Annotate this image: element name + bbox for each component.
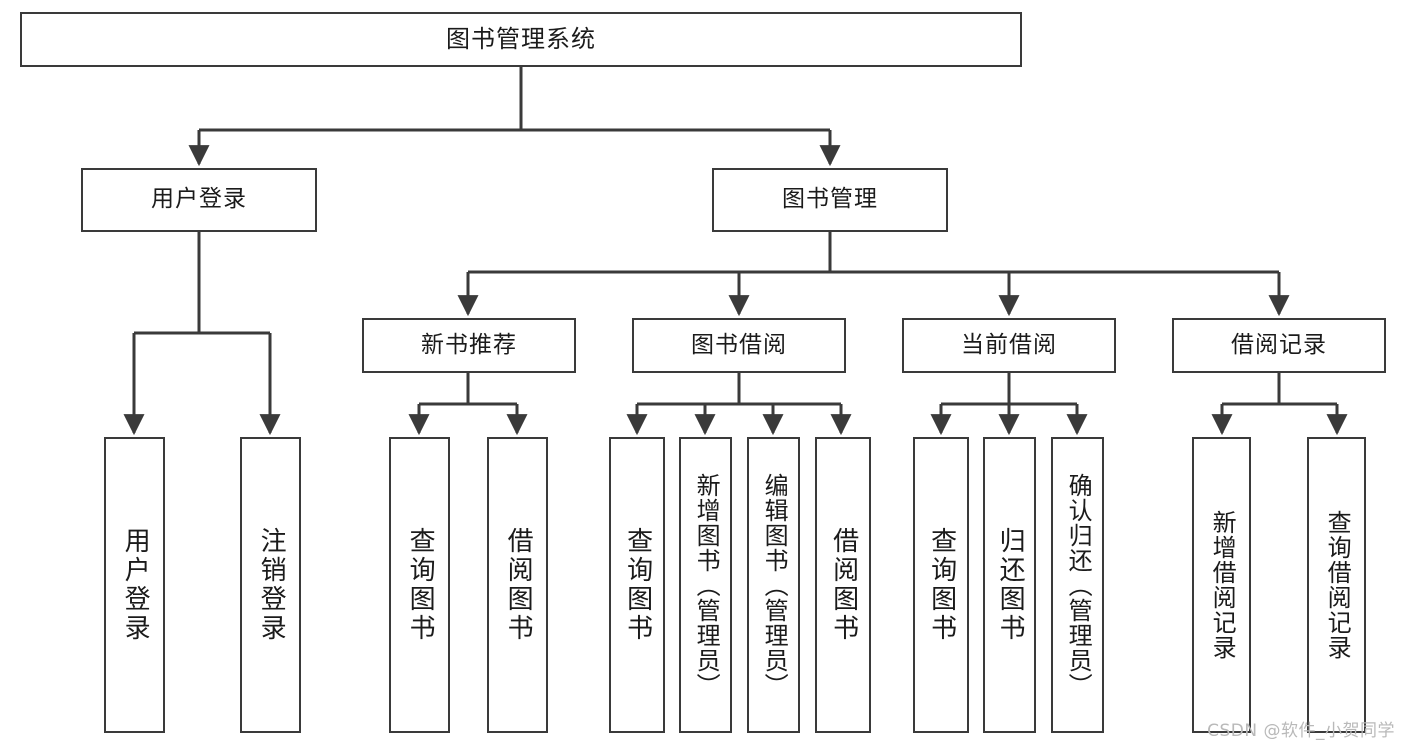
node-new-book-rec-label: 新书推荐 — [421, 331, 517, 358]
node-leaf-query-record[interactable]: 查询借阅记录 — [1307, 437, 1366, 733]
node-leaf-query-book-1-label: 查询图书 — [405, 527, 436, 643]
node-leaf-logout-label: 注销登录 — [256, 527, 287, 643]
node-leaf-confirm-return[interactable]: 确认归还（管理员） — [1051, 437, 1104, 733]
node-leaf-return-book-label: 归还图书 — [995, 527, 1026, 643]
node-book-manage-label: 图书管理 — [782, 186, 878, 213]
node-leaf-query-book-2[interactable]: 查询图书 — [609, 437, 665, 733]
node-leaf-add-book-label: 新增图书（管理员） — [692, 472, 721, 698]
node-borrow-record[interactable]: 借阅记录 — [1172, 318, 1386, 373]
node-new-book-rec[interactable]: 新书推荐 — [362, 318, 576, 373]
node-leaf-query-record-label: 查询借阅记录 — [1323, 510, 1352, 660]
node-leaf-borrow-book-1[interactable]: 借阅图书 — [487, 437, 548, 733]
node-leaf-logout[interactable]: 注销登录 — [240, 437, 301, 733]
watermark: CSDN @软件_小贺同学 — [1207, 721, 1395, 741]
node-leaf-edit-book-label: 编辑图书（管理员） — [760, 472, 789, 698]
node-leaf-confirm-return-label: 确认归还（管理员） — [1064, 472, 1093, 698]
node-book-manage[interactable]: 图书管理 — [712, 168, 948, 232]
node-leaf-add-record[interactable]: 新增借阅记录 — [1192, 437, 1251, 733]
node-leaf-add-book[interactable]: 新增图书（管理员） — [679, 437, 732, 733]
node-leaf-return-book[interactable]: 归还图书 — [983, 437, 1036, 733]
node-leaf-user-login[interactable]: 用户登录 — [104, 437, 165, 733]
node-current-borrow[interactable]: 当前借阅 — [902, 318, 1116, 373]
node-leaf-add-record-label: 新增借阅记录 — [1208, 510, 1237, 660]
node-book-borrow-label: 图书借阅 — [691, 331, 787, 358]
node-leaf-user-login-label: 用户登录 — [120, 527, 151, 643]
node-current-borrow-label: 当前借阅 — [961, 331, 1057, 358]
node-leaf-borrow-book-2[interactable]: 借阅图书 — [815, 437, 871, 733]
node-leaf-query-book-2-label: 查询图书 — [622, 527, 653, 643]
node-user-login[interactable]: 用户登录 — [81, 168, 317, 232]
node-leaf-query-book-3-label: 查询图书 — [926, 527, 957, 643]
node-leaf-query-book-3[interactable]: 查询图书 — [913, 437, 969, 733]
node-root-label: 图书管理系统 — [446, 25, 596, 54]
node-root[interactable]: 图书管理系统 — [20, 12, 1022, 67]
node-book-borrow[interactable]: 图书借阅 — [632, 318, 846, 373]
node-leaf-query-book-1[interactable]: 查询图书 — [389, 437, 450, 733]
node-user-login-label: 用户登录 — [151, 186, 247, 213]
node-borrow-record-label: 借阅记录 — [1231, 331, 1327, 358]
node-leaf-borrow-book-1-label: 借阅图书 — [503, 527, 534, 643]
node-leaf-edit-book[interactable]: 编辑图书（管理员） — [747, 437, 800, 733]
node-leaf-borrow-book-2-label: 借阅图书 — [828, 527, 859, 643]
